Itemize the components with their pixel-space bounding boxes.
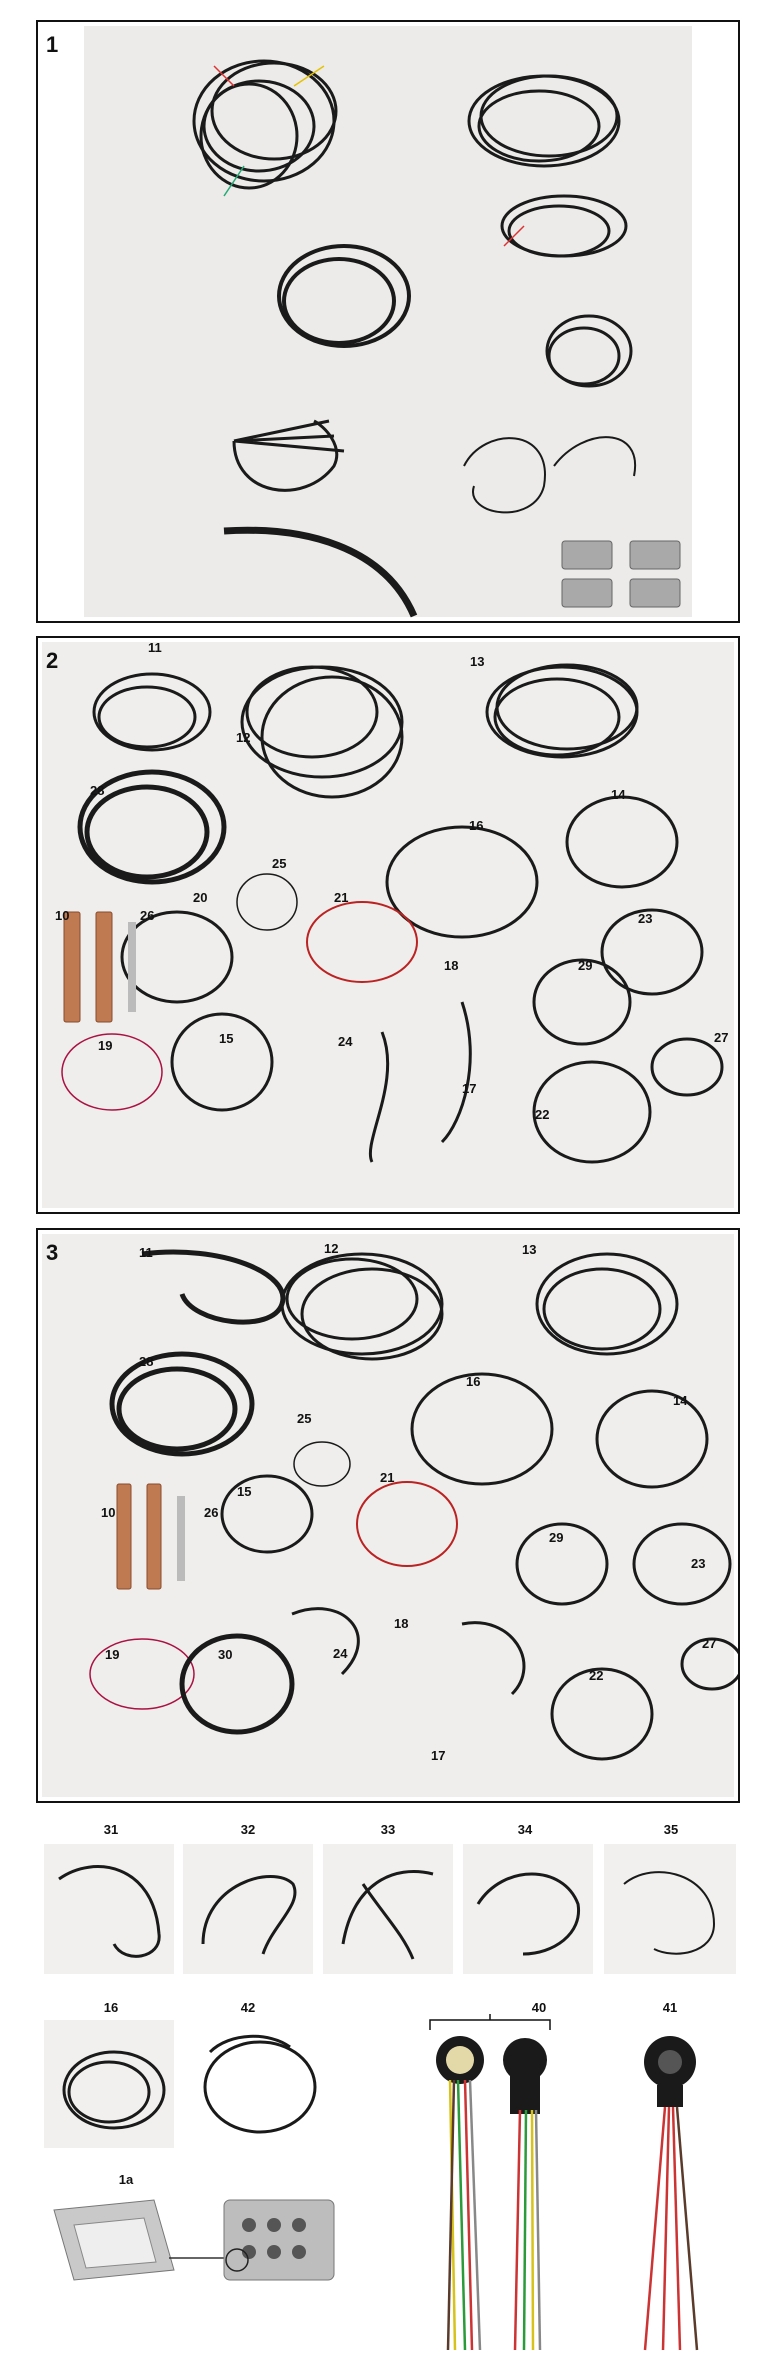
item-32-photo <box>183 1844 313 1974</box>
panel-3-number: 3 <box>46 1240 59 1265</box>
label-13: 13 <box>522 1242 537 1257</box>
label-29: 29 <box>549 1530 564 1545</box>
label-23: 23 <box>638 911 653 926</box>
label-24: 24 <box>333 1646 348 1661</box>
panel-2: 2 11 12 13 28 14 16 25 21 10 26 20 23 18… <box>36 636 740 1214</box>
label-15: 15 <box>219 1031 234 1046</box>
label-22: 22 <box>535 1107 550 1122</box>
label-30: 30 <box>218 1647 233 1662</box>
label-26: 26 <box>204 1505 219 1520</box>
panel-2-photo <box>42 642 734 1208</box>
label-16: 16 <box>469 818 484 833</box>
label-14: 14 <box>673 1393 688 1408</box>
label-12: 12 <box>236 730 251 745</box>
item-31-photo <box>44 1844 174 1974</box>
label-11: 11 <box>139 1245 153 1260</box>
item-40-photo <box>420 2030 560 2355</box>
label-21: 21 <box>334 890 349 905</box>
label-13: 13 <box>470 654 485 669</box>
panel-1-number: 1 <box>46 32 59 57</box>
label-11: 11 <box>148 640 162 655</box>
item-1a-photo <box>44 2190 344 2310</box>
item-1a-label: 1a <box>118 2172 134 2187</box>
label-28: 28 <box>139 1354 154 1369</box>
item-35-photo <box>604 1844 736 1974</box>
item-41-label: 41 <box>662 2000 678 2015</box>
panel-2-harness-art <box>61 663 724 1164</box>
label-17: 17 <box>462 1081 477 1096</box>
label-15: 15 <box>237 1484 252 1499</box>
item-34-photo <box>463 1844 593 1974</box>
panel-1-harness-art <box>192 59 681 618</box>
label-21: 21 <box>380 1470 395 1485</box>
item-34-label: 34 <box>517 1822 533 1837</box>
label-27: 27 <box>702 1636 717 1651</box>
label-27: 27 <box>714 1030 729 1045</box>
item-42-label: 42 <box>240 2000 256 2015</box>
label-18: 18 <box>394 1616 409 1631</box>
label-22: 22 <box>589 1668 604 1683</box>
item-32-label: 32 <box>240 1822 256 1837</box>
label-25: 25 <box>272 856 287 871</box>
label-20: 20 <box>193 890 208 905</box>
label-14: 14 <box>611 787 626 802</box>
item-16-label: 16 <box>103 2000 119 2015</box>
panel-1: 1 <box>36 20 740 623</box>
label-28: 28 <box>90 783 105 798</box>
label-26: 26 <box>140 908 155 923</box>
item-42-photo <box>190 2022 320 2150</box>
label-17: 17 <box>431 1748 446 1763</box>
item-41-photo <box>625 2030 715 2355</box>
item-35-label: 35 <box>663 1822 679 1837</box>
panel-1-photo <box>84 26 692 618</box>
label-29: 29 <box>578 958 593 973</box>
item-16-photo <box>44 2020 174 2148</box>
label-19: 19 <box>105 1647 120 1662</box>
label-10: 10 <box>55 908 70 923</box>
label-19: 19 <box>98 1038 113 1053</box>
label-12: 12 <box>324 1241 339 1256</box>
label-16: 16 <box>466 1374 481 1389</box>
item-33-label: 33 <box>380 1822 396 1837</box>
item-40-label: 40 <box>531 2000 547 2015</box>
label-10: 10 <box>101 1505 116 1520</box>
label-24: 24 <box>338 1034 353 1049</box>
panel-3-harness-art <box>89 1249 738 1761</box>
panel-3: 3 11 12 13 28 16 14 25 15 21 10 26 29 23… <box>36 1228 740 1803</box>
item-33-photo <box>323 1844 453 1974</box>
label-25: 25 <box>297 1411 312 1426</box>
label-23: 23 <box>691 1556 706 1571</box>
panel-3-photo <box>42 1234 738 1797</box>
panel-2-number: 2 <box>46 648 59 673</box>
label-18: 18 <box>444 958 459 973</box>
item-31-label: 31 <box>103 1822 119 1837</box>
